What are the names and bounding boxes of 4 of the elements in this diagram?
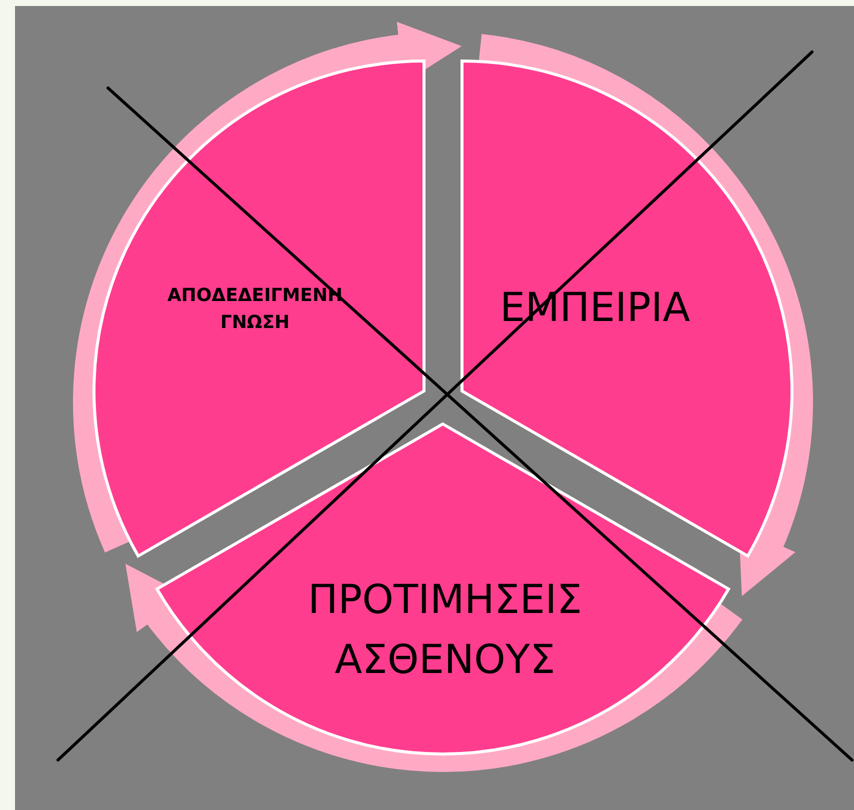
cycle-arrow: [122, 566, 742, 772]
sector-label: ΠΡΟΤΙΜΗΣΕΙΣ ΑΣΘΕΝΟΥΣ: [306, 576, 584, 685]
cycle-arrow: [476, 34, 813, 598]
cycle-arrow: [73, 22, 462, 552]
